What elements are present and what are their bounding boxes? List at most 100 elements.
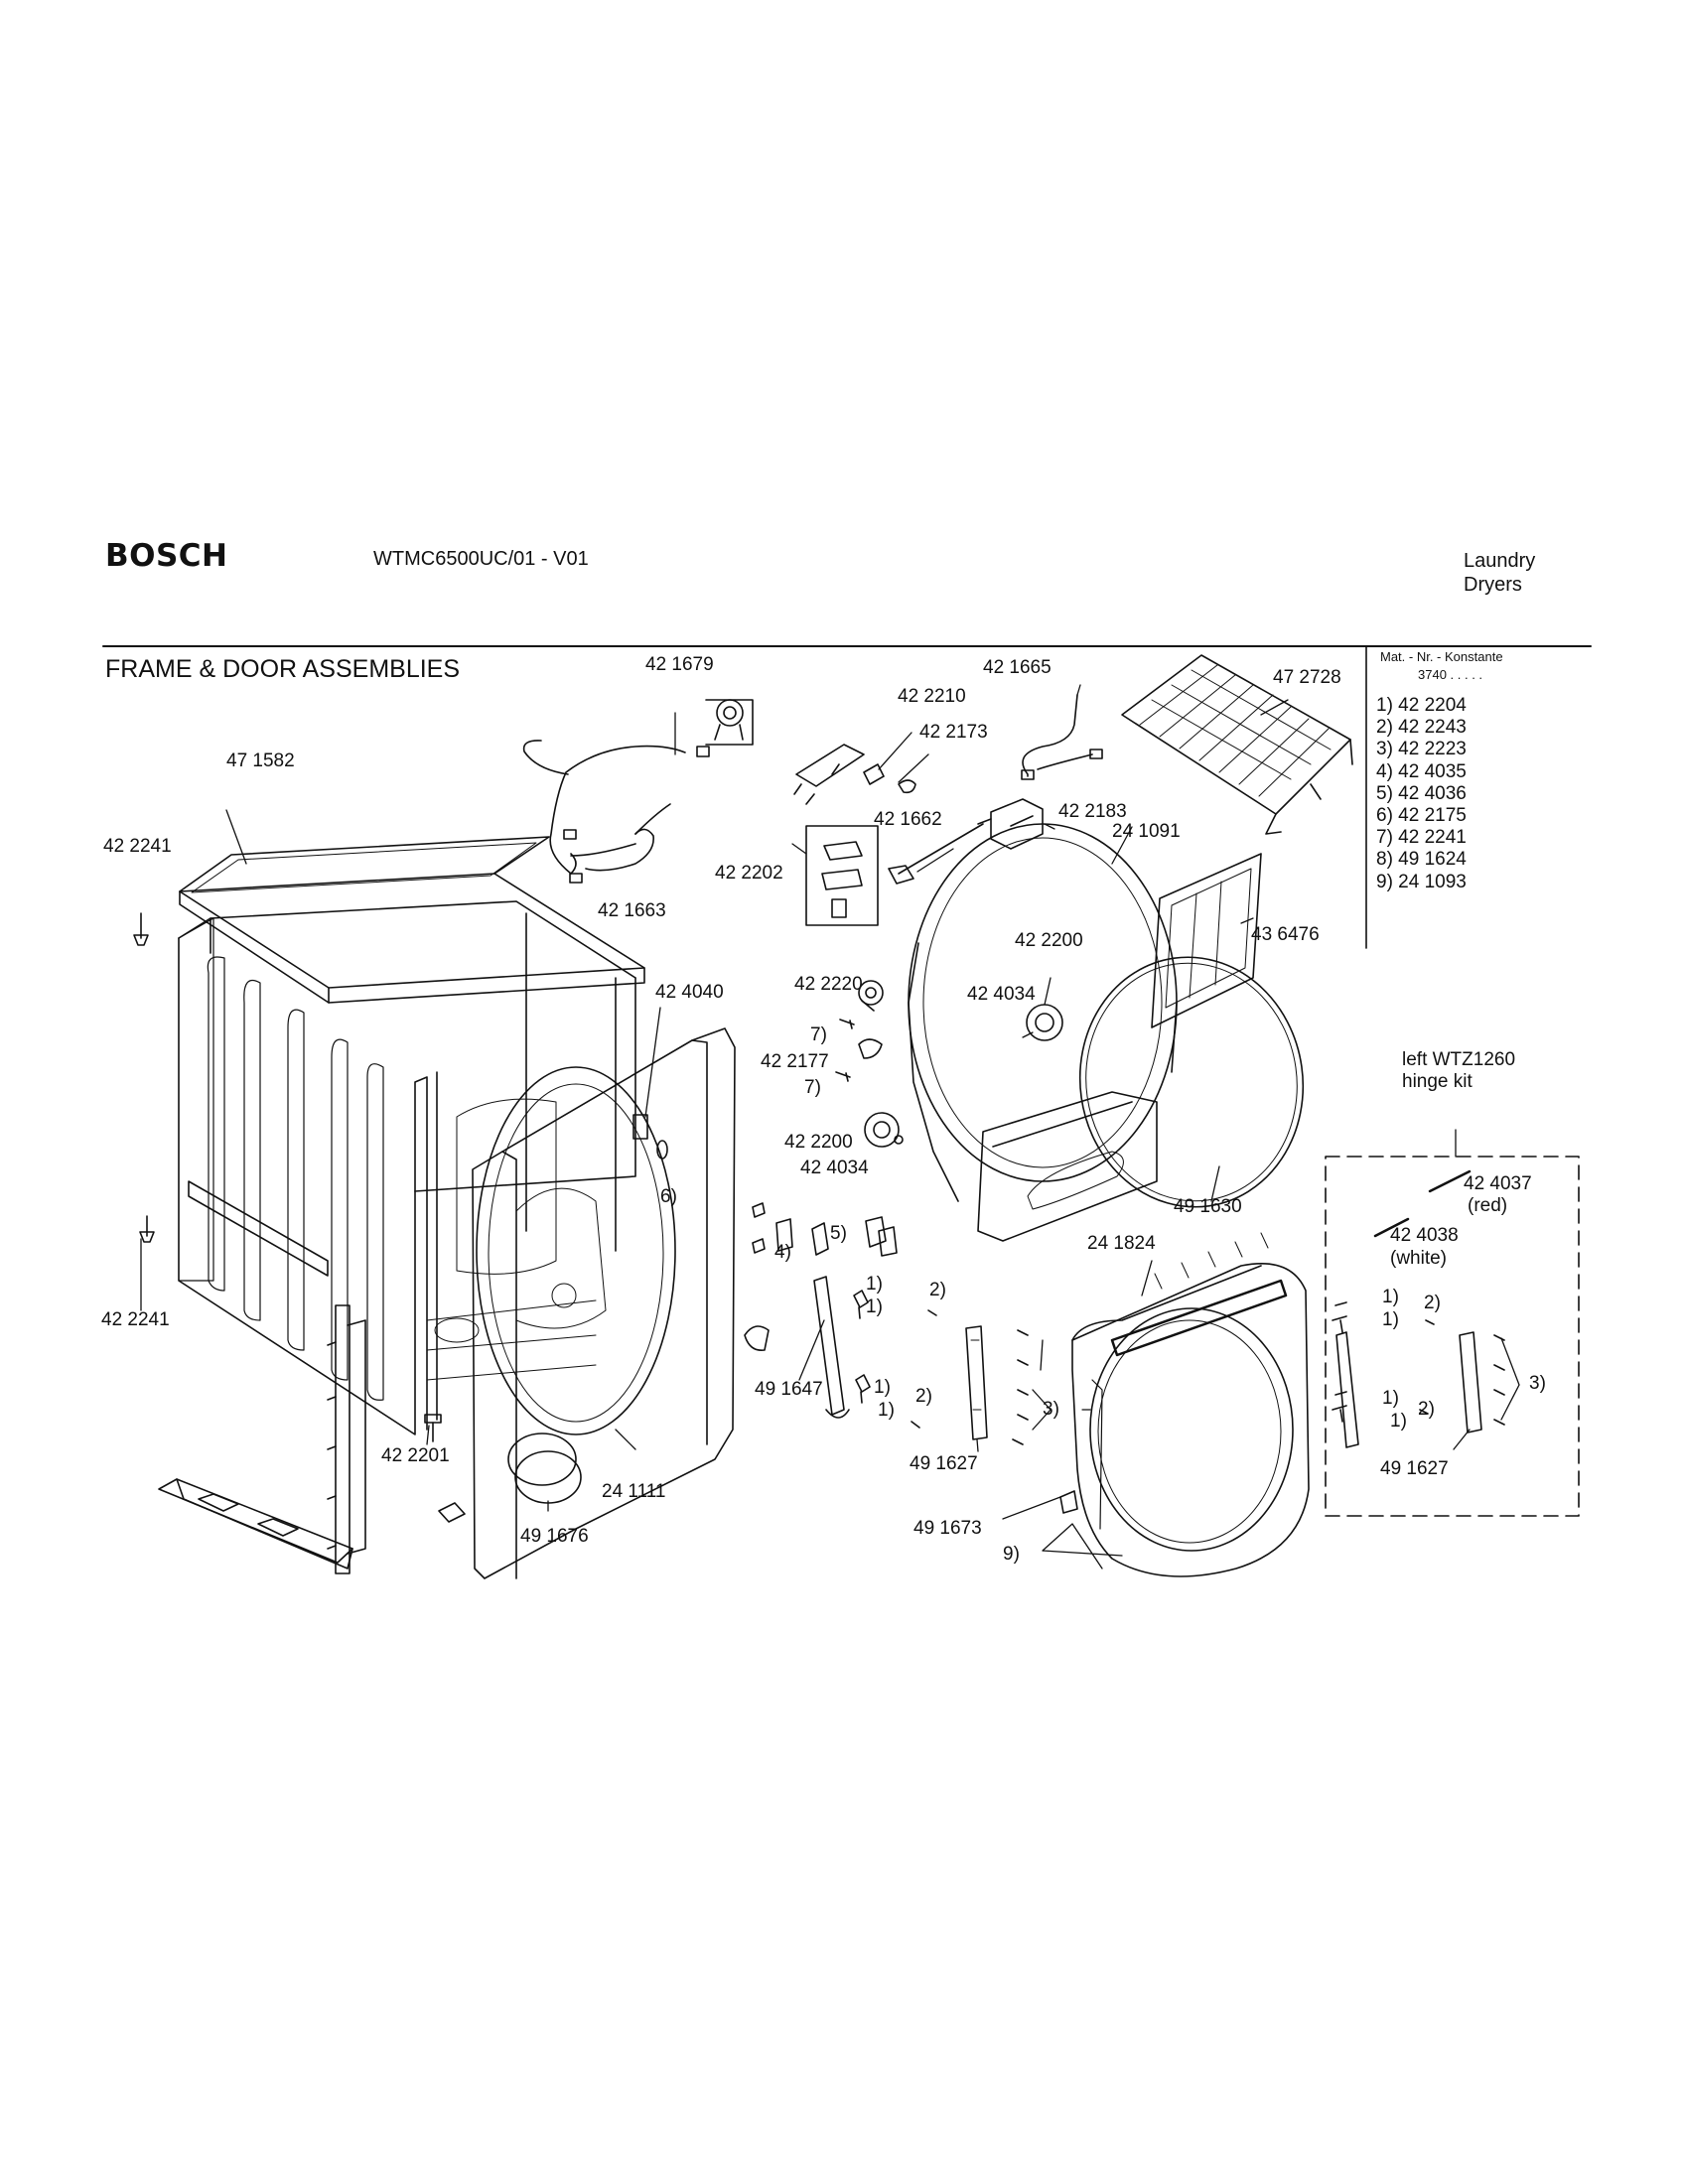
- small-clip: [439, 1503, 465, 1522]
- section-title: FRAME & DOOR ASSEMBLIES: [105, 655, 461, 683]
- top-panel: [180, 837, 549, 891]
- cabinet-frame: [179, 837, 644, 1434]
- leader-lines: [141, 685, 1519, 1569]
- hinge-kit-title: left WTZ1260: [1402, 1049, 1516, 1070]
- brand-logo: BOSCH: [105, 538, 228, 574]
- hinge-kit-red-label: (red): [1468, 1195, 1508, 1216]
- screw-7b: [836, 1072, 850, 1081]
- knob-491676: [515, 1451, 581, 1503]
- part-label: 42 1665: [983, 657, 1052, 678]
- part-label: 5): [830, 1223, 847, 1244]
- heater-connector-422183: [991, 799, 1043, 849]
- door-241824: [1060, 1233, 1309, 1576]
- screw-422241-lower: [140, 1216, 154, 1242]
- hinge-kit-callout: 2): [1424, 1293, 1441, 1313]
- legend-constant: 3740 . . . . .: [1418, 667, 1483, 682]
- hinge-kit-parts: [1333, 1171, 1504, 1447]
- model-number: WTMC6500UC/01 - V01: [373, 548, 589, 570]
- roller-422220: [859, 981, 883, 1011]
- legend-item: 5) 42 4036: [1376, 782, 1467, 804]
- bracket-424040: [633, 1115, 647, 1139]
- door-seal-491630: [1064, 943, 1320, 1222]
- door-opening: [477, 1067, 675, 1434]
- part-label: 42 2220: [794, 974, 863, 995]
- legend-item: 7) 42 2241: [1376, 827, 1467, 849]
- part-label: 49 1647: [755, 1379, 823, 1400]
- part-label: 49 1676: [520, 1526, 589, 1547]
- part-label: 49 1630: [1174, 1196, 1242, 1217]
- hinge-kit-callout: 2): [1418, 1399, 1435, 1420]
- part-4a: [753, 1203, 765, 1217]
- lower-crossbar: [189, 1181, 328, 1276]
- kit-hinge: [1336, 1332, 1358, 1447]
- legend-item: 2) 42 2243: [1376, 717, 1467, 739]
- hinge-kit-white-label: (white): [1390, 1248, 1448, 1269]
- part-label: 3): [1043, 1399, 1059, 1420]
- box-422202: [806, 826, 878, 925]
- category-line2: Dryers: [1464, 574, 1522, 596]
- hinge-491647: [814, 1277, 849, 1418]
- part-6: [657, 1141, 667, 1159]
- hinge-kit-box: [1326, 1157, 1579, 1516]
- part-4b: [753, 1239, 765, 1253]
- bearing-422200: [1027, 1005, 1062, 1040]
- legend-item: 3) 42 2223: [1376, 739, 1467, 760]
- part-label: 42 4034: [967, 984, 1036, 1005]
- part-label: 42 2200: [784, 1132, 853, 1153]
- part-label: 42 2210: [898, 686, 966, 707]
- part-label: 42 1679: [645, 654, 714, 675]
- harness-421663: [586, 804, 670, 871]
- sensor-wire-421662: [889, 819, 991, 884]
- screw-422201: [425, 1415, 441, 1441]
- hinge-kit-part: 49 1627: [1380, 1458, 1449, 1479]
- part-label: 24 1091: [1112, 821, 1181, 842]
- part-label: 24 1824: [1087, 1233, 1156, 1254]
- part-label: 49 1627: [910, 1453, 978, 1474]
- legend-item: 1) 42 2204: [1376, 695, 1467, 716]
- part-label: 24 1111: [602, 1481, 666, 1502]
- part-label: 42 4040: [655, 982, 724, 1003]
- part-8b: [866, 1217, 886, 1247]
- part-label: 2): [929, 1280, 946, 1300]
- hinge-kit-white-number: 42 4038: [1390, 1225, 1459, 1246]
- kit-strap: [1460, 1332, 1481, 1433]
- legend-item: 6) 42 2175: [1376, 805, 1467, 827]
- part-label: 42 2200: [1015, 930, 1083, 951]
- part-label: 42 2241: [103, 836, 172, 857]
- hinge-kit-callout: 3): [1529, 1373, 1546, 1394]
- part-label: 7): [810, 1024, 827, 1045]
- part-label: 42 2201: [381, 1445, 450, 1466]
- vertical-strip: [328, 1305, 365, 1573]
- part-label: 42 4034: [800, 1158, 869, 1178]
- category-line1: Laundry: [1464, 550, 1536, 572]
- part-8c: [879, 1227, 897, 1256]
- legend-item: 8) 49 1624: [1376, 849, 1467, 871]
- category: Laundry Dryers: [1464, 549, 1535, 597]
- part-5: [776, 1219, 792, 1251]
- part-label: 7): [804, 1077, 821, 1098]
- latch: [745, 1326, 769, 1350]
- part-label: 6): [660, 1186, 677, 1207]
- hinge-kit-subtitle: hinge kit: [1402, 1071, 1473, 1092]
- part-8a: [812, 1223, 828, 1255]
- hinge-kit-callout: 1): [1382, 1309, 1399, 1330]
- clip-422177: [859, 1039, 882, 1058]
- screw-7a: [840, 1020, 854, 1028]
- bracket-422210: [794, 745, 864, 804]
- knob-outer: [508, 1433, 576, 1485]
- rear-bulkhead-241091: [909, 824, 1177, 1241]
- hinge-kit-callout: 1): [1382, 1388, 1399, 1409]
- connector-421679: [706, 700, 753, 745]
- door-window: [1090, 1308, 1293, 1551]
- part-label: 42 2241: [101, 1309, 170, 1330]
- screw-422241-upper: [134, 913, 148, 945]
- part-label: 43 6476: [1251, 924, 1320, 945]
- legend-heading: Mat. - Nr. - Konstante: [1380, 649, 1503, 664]
- door-clip-491673: [1060, 1491, 1077, 1513]
- hinge-kit-callout: 1): [1382, 1287, 1399, 1307]
- part-label: 47 1582: [226, 751, 295, 771]
- roller-422200: [865, 1113, 903, 1147]
- part-label: 47 2728: [1273, 667, 1341, 688]
- hinge-strap-491627: [966, 1326, 1028, 1444]
- hinge-kit-callout: 1): [1390, 1411, 1407, 1432]
